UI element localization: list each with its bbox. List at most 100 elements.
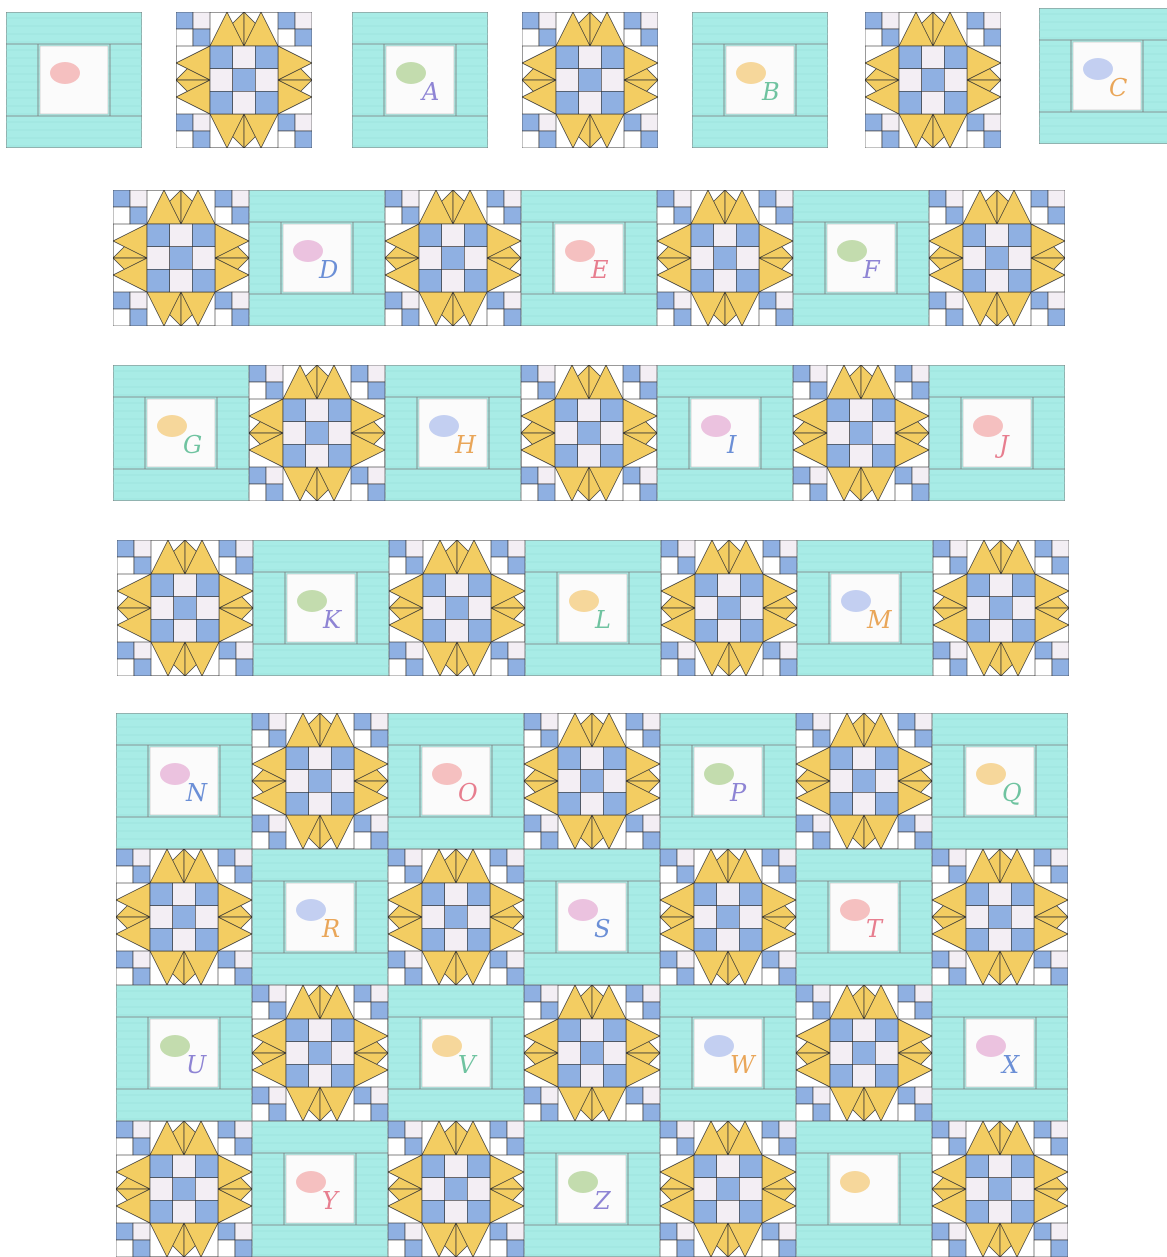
quilt-r1-c6-star-block	[932, 849, 1068, 985]
quilt-r2-c5-star-block	[796, 985, 932, 1121]
row-0-col-0-star-block	[113, 190, 249, 326]
quilt-r2-c3-star-block	[524, 985, 660, 1121]
quilt-r1-c0-star-block	[116, 849, 252, 985]
sawtooth-star-svg	[116, 849, 252, 985]
framed-panel-svg	[524, 1121, 660, 1257]
quilt-r0-c6-letter-block: Q	[932, 713, 1068, 849]
row-2-col-3-letter-block: L	[525, 540, 661, 676]
quilt-r1-c4-star-block	[660, 849, 796, 985]
sawtooth-star-svg	[929, 190, 1065, 326]
row-1-col-1-star-block	[249, 365, 385, 501]
unit-5-star-block	[865, 12, 1001, 148]
row-2-col-0-star-block	[117, 540, 253, 676]
sawtooth-star-svg	[660, 849, 796, 985]
sawtooth-star-svg	[252, 713, 388, 849]
sawtooth-star-svg	[252, 985, 388, 1121]
sawtooth-star-svg	[116, 1121, 252, 1257]
sawtooth-star-svg	[661, 540, 797, 676]
row-2-col-2-star-block	[389, 540, 525, 676]
quilt-r3-c1-letter-block: Y	[252, 1121, 388, 1257]
quilt-r3-c6-star-block	[932, 1121, 1068, 1257]
row-1-col-3-star-block	[521, 365, 657, 501]
framed-panel-svg	[929, 365, 1065, 501]
sawtooth-star-svg	[113, 190, 249, 326]
row-2-col-1-letter-block: K	[253, 540, 389, 676]
row-0-col-1-letter-block: D	[249, 190, 385, 326]
sawtooth-star-svg	[388, 849, 524, 985]
framed-panel-svg	[797, 540, 933, 676]
sawtooth-star-svg	[388, 1121, 524, 1257]
quilt-r3-c4-star-block	[660, 1121, 796, 1257]
row-2-col-5-letter-block: M	[797, 540, 933, 676]
sawtooth-star-svg	[176, 12, 312, 148]
quilt-r2-c1-star-block	[252, 985, 388, 1121]
sawtooth-star-svg	[389, 540, 525, 676]
sawtooth-star-svg	[385, 190, 521, 326]
sawtooth-star-svg	[932, 1121, 1068, 1257]
framed-panel-svg	[660, 713, 796, 849]
quilt-r1-c1-letter-block: R	[252, 849, 388, 985]
quilt-r0-c5-star-block	[796, 713, 932, 849]
row-1-col-5-star-block	[793, 365, 929, 501]
quilt-r0-c2-letter-block: O	[388, 713, 524, 849]
framed-panel-svg	[1039, 8, 1167, 144]
framed-panel-svg	[524, 849, 660, 985]
framed-panel-svg	[932, 713, 1068, 849]
framed-panel-svg	[249, 190, 385, 326]
framed-panel-svg	[6, 12, 142, 148]
unit-3-star-block	[522, 12, 658, 148]
sawtooth-star-svg	[524, 985, 660, 1121]
framed-panel-svg	[796, 1121, 932, 1257]
sawtooth-star-svg	[249, 365, 385, 501]
row-0-col-2-star-block	[385, 190, 521, 326]
framed-panel-svg	[660, 985, 796, 1121]
row-0-col-4-star-block	[657, 190, 793, 326]
sawtooth-star-svg	[793, 365, 929, 501]
quilt-r2-c4-letter-block: W	[660, 985, 796, 1121]
quilt-r2-c6-letter-block: X	[932, 985, 1068, 1121]
quilt-r1-c5-letter-block: T	[796, 849, 932, 985]
sawtooth-star-svg	[932, 849, 1068, 985]
row-1-col-4-letter-block: I	[657, 365, 793, 501]
quilt-r3-c3-letter-block: Z	[524, 1121, 660, 1257]
sawtooth-star-svg	[657, 190, 793, 326]
framed-panel-svg	[657, 365, 793, 501]
row-1-col-2-letter-block: H	[385, 365, 521, 501]
row-0-col-6-star-block	[929, 190, 1065, 326]
quilt-r0-c0-letter-block: N	[116, 713, 252, 849]
framed-panel-svg	[385, 365, 521, 501]
row-0-col-3-letter-block: E	[521, 190, 657, 326]
framed-panel-svg	[388, 985, 524, 1121]
framed-panel-svg	[352, 12, 488, 148]
quilt-r2-c0-letter-block: U	[116, 985, 252, 1121]
row-2-col-6-star-block	[933, 540, 1069, 676]
framed-panel-svg	[113, 365, 249, 501]
quilt-r0-c3-star-block	[524, 713, 660, 849]
row-0-col-5-letter-block: F	[793, 190, 929, 326]
quilt-r3-c0-star-block	[116, 1121, 252, 1257]
framed-panel-svg	[116, 713, 252, 849]
sawtooth-star-svg	[865, 12, 1001, 148]
sawtooth-star-svg	[660, 1121, 796, 1257]
quilt-r3-c2-star-block	[388, 1121, 524, 1257]
quilt-r1-c3-letter-block: S	[524, 849, 660, 985]
sawtooth-star-svg	[933, 540, 1069, 676]
framed-panel-svg	[525, 540, 661, 676]
unit-2-letter-block: A	[352, 12, 488, 148]
quilt-r0-c1-star-block	[252, 713, 388, 849]
sawtooth-star-svg	[522, 12, 658, 148]
quilt-r0-c4-letter-block: P	[660, 713, 796, 849]
quilt-r2-c2-letter-block: V	[388, 985, 524, 1121]
quilt-r1-c2-star-block	[388, 849, 524, 985]
row-2-col-4-star-block	[661, 540, 797, 676]
row-1-col-6-letter-block: J	[929, 365, 1065, 501]
framed-panel-svg	[252, 849, 388, 985]
framed-panel-svg	[253, 540, 389, 676]
framed-panel-svg	[252, 1121, 388, 1257]
framed-panel-svg	[692, 12, 828, 148]
sawtooth-star-svg	[524, 713, 660, 849]
quilt-r3-c5-letter-block	[796, 1121, 932, 1257]
sawtooth-star-svg	[796, 985, 932, 1121]
sawtooth-star-svg	[521, 365, 657, 501]
row-1-col-0-letter-block: G	[113, 365, 249, 501]
